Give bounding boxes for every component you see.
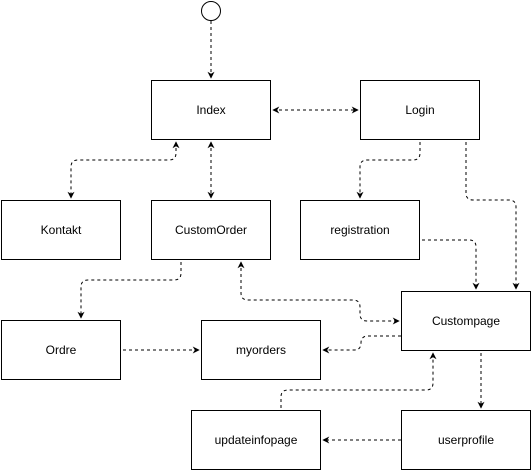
start-node — [201, 1, 221, 21]
edge-login-to-registration — [356, 142, 421, 199]
edge-registration-to-custompage — [422, 239, 480, 290]
node-index: Index — [151, 80, 271, 140]
node-customorder: CustomOrder — [151, 200, 271, 260]
node-myorders-label: myorders — [235, 343, 286, 357]
edge-updateinfopage-to-custompage — [280, 352, 437, 408]
node-userprofile: userprofile — [401, 410, 531, 470]
edge-index-to-kontakt — [67, 141, 180, 199]
node-myorders: myorders — [201, 320, 321, 380]
node-registration-label: registration — [330, 223, 390, 237]
node-login: Login — [360, 80, 480, 140]
edge-login-to-custompage — [465, 142, 520, 290]
edge-customorder-to-custompage — [237, 261, 400, 325]
node-updateinfopage: updateinfopage — [191, 410, 321, 470]
node-custompage-label: Custompage — [431, 314, 501, 328]
node-registration: registration — [300, 200, 420, 260]
node-updateinfopage-label: updateinfopage — [214, 433, 298, 447]
node-customorder-label: CustomOrder — [174, 223, 248, 237]
edge-customorder-to-ordre — [77, 262, 182, 319]
node-kontakt-label: Kontakt — [40, 223, 82, 237]
node-custompage: Custompage — [401, 291, 531, 351]
edge-custompage-to-myorders — [322, 335, 401, 354]
node-login-label: Login — [405, 103, 435, 117]
node-userprofile-label: userprofile — [437, 433, 495, 447]
node-kontakt: Kontakt — [1, 200, 121, 260]
node-ordre-label: Ordre — [45, 343, 77, 357]
node-ordre: Ordre — [1, 320, 121, 380]
node-index-label: Index — [196, 103, 226, 117]
